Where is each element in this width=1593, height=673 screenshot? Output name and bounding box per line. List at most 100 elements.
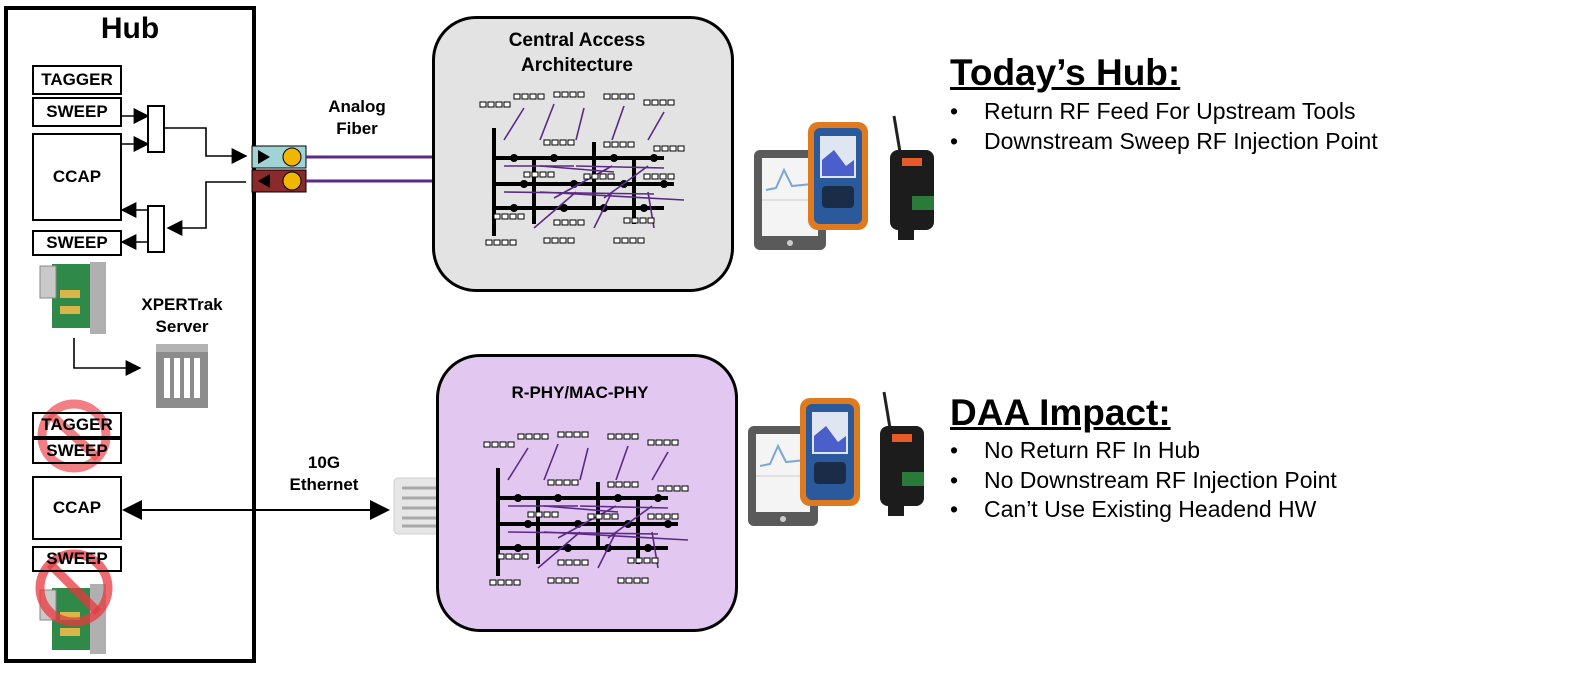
tap-node	[524, 520, 532, 528]
home-icon	[607, 173, 615, 180]
ccap-box-bottom: CCAP	[32, 476, 122, 540]
home-icon	[567, 139, 575, 146]
home-icon	[631, 217, 639, 224]
home-icon	[667, 173, 675, 180]
home-icon	[571, 577, 579, 584]
home-icon	[497, 579, 505, 586]
home-icon	[533, 433, 541, 440]
home-icon	[543, 511, 551, 518]
drop-line	[579, 447, 589, 481]
xpertrak-card-top	[39, 262, 106, 334]
home-icon	[651, 173, 659, 180]
home-icon	[523, 171, 531, 178]
home-icon	[569, 91, 577, 98]
home-icon	[539, 171, 547, 178]
drop-line	[647, 111, 665, 141]
home-icon	[547, 577, 555, 584]
tap-node	[510, 204, 518, 212]
home-icon	[671, 439, 679, 446]
home-icon	[505, 579, 513, 586]
home-icon	[527, 511, 535, 518]
home-icon	[625, 577, 633, 584]
home-icon	[617, 577, 625, 584]
home-icon	[647, 513, 655, 520]
drop-line	[503, 107, 525, 141]
home-icon	[557, 431, 565, 438]
home-icon	[615, 433, 623, 440]
home-icon	[647, 439, 655, 446]
tap-node	[510, 154, 518, 162]
home-icon	[651, 557, 659, 564]
drop-line	[533, 191, 577, 229]
home-icon	[565, 559, 573, 566]
drop-line	[611, 105, 625, 141]
home-icon	[663, 513, 671, 520]
home-icon	[525, 433, 533, 440]
hub-title: Hub	[100, 12, 160, 45]
analog-fiber-label: Analog Fiber	[328, 97, 386, 138]
analog-fiber-lines	[306, 155, 436, 183]
home-icon	[659, 173, 667, 180]
home-icon	[623, 217, 631, 224]
home-icon	[603, 141, 611, 148]
home-icon	[681, 485, 689, 492]
hub-fiber-transceivers	[251, 145, 307, 193]
home-icon	[547, 171, 555, 178]
home-icon	[529, 93, 537, 100]
home-icon	[521, 93, 529, 100]
handheld-meter-bottom	[800, 398, 860, 506]
home-icon	[583, 173, 591, 180]
home-icon	[615, 481, 623, 488]
home-icon	[631, 481, 639, 488]
central-access-cloud	[432, 16, 734, 292]
home-icon	[517, 213, 525, 220]
home-icon	[623, 433, 631, 440]
home-icon	[603, 93, 611, 100]
home-icon	[547, 479, 555, 486]
xpertrak-server-label: XPERTrak Server	[141, 295, 223, 336]
home-icon	[619, 141, 627, 148]
home-icon	[557, 559, 565, 566]
drop-line	[575, 107, 585, 141]
home-icon	[501, 239, 509, 246]
drop-line	[651, 451, 669, 481]
sweep-box-top-lower: SWEEP	[32, 230, 122, 256]
tap-node	[560, 204, 568, 212]
daa-impact-heading: DAA Impact:	[950, 392, 1171, 433]
home-icon	[563, 577, 571, 584]
home-icon	[493, 213, 501, 220]
bullet-item: •Downstream Sweep RF Injection Point	[950, 127, 1378, 154]
tagger-box-top: TAGGER	[32, 65, 122, 95]
home-icon	[513, 93, 521, 100]
tap-node	[514, 544, 522, 552]
home-icon	[559, 237, 567, 244]
field-meter-top	[890, 115, 934, 240]
home-icon	[653, 145, 661, 152]
tap-node	[614, 494, 622, 502]
drop-line	[539, 103, 555, 141]
home-icon	[581, 559, 589, 566]
home-icon	[485, 239, 493, 246]
drop-line	[507, 531, 659, 535]
home-icon	[655, 513, 663, 520]
home-icon	[483, 441, 491, 448]
home-icon	[623, 481, 631, 488]
home-icon	[541, 433, 549, 440]
home-icon	[491, 441, 499, 448]
home-icon	[669, 145, 677, 152]
home-icon	[513, 553, 521, 560]
home-icon	[673, 485, 681, 492]
home-icon	[651, 99, 659, 106]
handheld-meter-top	[808, 122, 868, 230]
home-icon	[665, 485, 673, 492]
rphy-title: R-PHY/MAC-PHY	[511, 383, 649, 402]
tap-node	[514, 494, 522, 502]
todays-hub-bullets: •Return RF Feed For Upstream Tools •Down…	[950, 97, 1378, 156]
tap-node	[644, 544, 652, 552]
tap-node	[664, 520, 672, 528]
home-icon	[495, 101, 503, 108]
home-icon	[647, 217, 655, 224]
tap-node	[610, 154, 618, 162]
home-icon	[633, 577, 641, 584]
